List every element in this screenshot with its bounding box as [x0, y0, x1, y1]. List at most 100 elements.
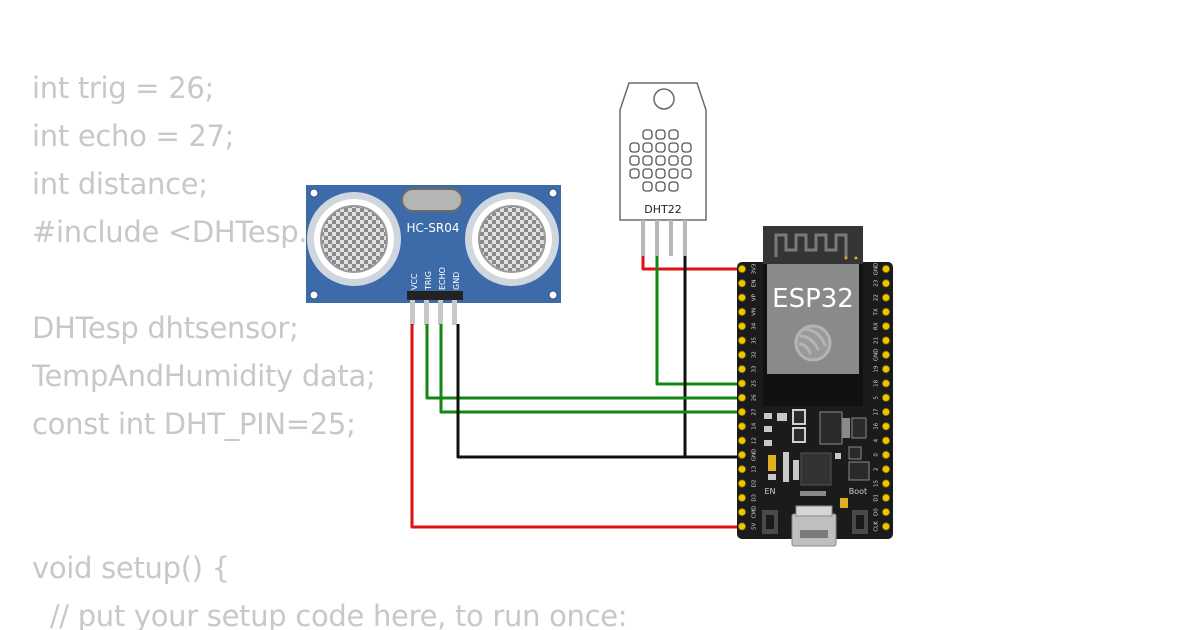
smd-components: [764, 409, 870, 508]
wire-hcsr04-gnd[interactable]: [456, 324, 742, 459]
pin-label: D3: [752, 493, 758, 501]
pin-right-19[interactable]: [882, 365, 891, 374]
pin-left-33[interactable]: [738, 365, 747, 374]
pin-trig[interactable]: [424, 300, 429, 325]
pin-right-5[interactable]: [882, 393, 891, 402]
pin-label: 0: [874, 453, 880, 457]
pin-left-14[interactable]: [738, 422, 747, 431]
pin-left-3v3[interactable]: [738, 264, 747, 273]
pin-label: 4: [874, 438, 880, 442]
pin-right-gnd[interactable]: [882, 264, 891, 273]
pin-label: 3V3: [752, 263, 758, 274]
pin-left-gnd[interactable]: [738, 450, 747, 459]
pin-label: 32: [752, 351, 758, 358]
pin-label: 35: [752, 337, 758, 344]
esp32-label: ESP32: [772, 284, 854, 314]
pin-left-5v[interactable]: [738, 522, 747, 531]
dht22-sensor[interactable]: DHT22: [619, 82, 707, 256]
boot-label: Boot: [849, 487, 867, 496]
pin-label: 5V: [752, 523, 758, 530]
code-line: // put your setup code here, to run once…: [32, 599, 628, 630]
pin-right-d1[interactable]: [882, 493, 891, 502]
pin-right-0[interactable]: [882, 450, 891, 459]
pin-left-26[interactable]: [738, 393, 747, 402]
code-line: const int DHT_PIN=25;: [32, 407, 356, 441]
pin-echo[interactable]: [438, 300, 443, 325]
pin-left-vp[interactable]: [738, 293, 747, 302]
pin-label: 18: [874, 379, 880, 386]
pin-label: 34: [752, 322, 758, 329]
code-line: #include <DHTesp.h>: [32, 215, 350, 249]
pin-label-echo: ECHO: [438, 267, 447, 290]
pin-left-13[interactable]: [738, 465, 747, 474]
wire-dht-gnd[interactable]: [683, 256, 742, 459]
pin-right-23[interactable]: [882, 279, 891, 288]
wires: [410, 256, 742, 529]
wire-hcsr04-echo[interactable]: [439, 324, 742, 414]
code-line: int trig = 26;: [32, 71, 214, 105]
transducer-right-icon: [465, 192, 559, 286]
code-line: int distance;: [32, 167, 208, 201]
usb-port-icon[interactable]: [791, 505, 837, 547]
pin-right-17[interactable]: [882, 407, 891, 416]
pin-right-clk[interactable]: [882, 522, 891, 531]
pin-left-25[interactable]: [738, 379, 747, 388]
pin-left-35[interactable]: [738, 336, 747, 345]
esp32-board[interactable]: ESP32 EN: [737, 226, 893, 547]
pin-left-27[interactable]: [738, 407, 747, 416]
pin-right-18[interactable]: [882, 379, 891, 388]
vent-grid-icon: [629, 129, 692, 192]
pin-label: 12: [752, 437, 758, 444]
antenna-icon: [774, 233, 848, 257]
pin-left-d3[interactable]: [738, 493, 747, 502]
dht-pin-gnd[interactable]: [683, 220, 687, 256]
pin-label: 16: [874, 422, 880, 429]
wire-dht-vcc[interactable]: [641, 256, 742, 271]
pin-vcc[interactable]: [410, 300, 415, 325]
mount-hole-icon: [653, 88, 675, 110]
pin-left-34[interactable]: [738, 322, 747, 331]
wire-hcsr04-vcc[interactable]: [410, 324, 742, 529]
pin-left-d2[interactable]: [738, 479, 747, 488]
wire-hcsr04-trig[interactable]: [425, 324, 742, 400]
dht22-label: DHT22: [644, 203, 681, 216]
pin-left-en[interactable]: [738, 279, 747, 288]
pin-label-vcc: VCC: [410, 273, 419, 290]
transducer-left-icon: [307, 192, 401, 286]
pin-gnd[interactable]: [452, 300, 457, 325]
boot-button[interactable]: [852, 510, 868, 534]
pin-left-cmd[interactable]: [738, 508, 747, 517]
pin-right-4[interactable]: [882, 436, 891, 445]
pin-label: VN: [752, 308, 758, 316]
hc-sr04-sensor[interactable]: HC-SR04 VCC TRIG ECHO GND: [306, 185, 561, 325]
pin-label: 2: [874, 467, 880, 471]
code-line: void setup() {: [32, 551, 230, 585]
pin-left-vn[interactable]: [738, 307, 747, 316]
pin-right-gnd[interactable]: [882, 350, 891, 359]
dht-pin-nc[interactable]: [669, 220, 673, 256]
pin-right-21[interactable]: [882, 336, 891, 345]
pin-right-22[interactable]: [882, 293, 891, 302]
pin-label: 22: [874, 294, 880, 301]
pin-right-d0[interactable]: [882, 508, 891, 517]
dht-pin-data[interactable]: [655, 220, 659, 256]
pin-left-32[interactable]: [738, 350, 747, 359]
en-button[interactable]: [762, 510, 778, 534]
dht-pin-vcc[interactable]: [641, 220, 645, 256]
pin-label: 17: [874, 408, 880, 415]
pin-right-16[interactable]: [882, 422, 891, 431]
pin-right-2[interactable]: [882, 465, 891, 474]
pin-right-tx[interactable]: [882, 307, 891, 316]
wire-dht-data[interactable]: [655, 256, 742, 386]
pin-label: D0: [874, 508, 880, 516]
pin-label: 25: [752, 379, 758, 386]
pin-label-gnd: GND: [452, 272, 461, 290]
pin-right-rx[interactable]: [882, 322, 891, 331]
pin-label: VP: [752, 293, 758, 301]
pin-label: 33: [752, 365, 758, 372]
pin-right-15[interactable]: [882, 479, 891, 488]
espressif-logo-icon: [794, 324, 832, 362]
pin-left-12[interactable]: [738, 436, 747, 445]
code-background: int trig = 26; int echo = 27; int distan…: [32, 66, 1192, 630]
pin-label: 27: [752, 408, 758, 415]
